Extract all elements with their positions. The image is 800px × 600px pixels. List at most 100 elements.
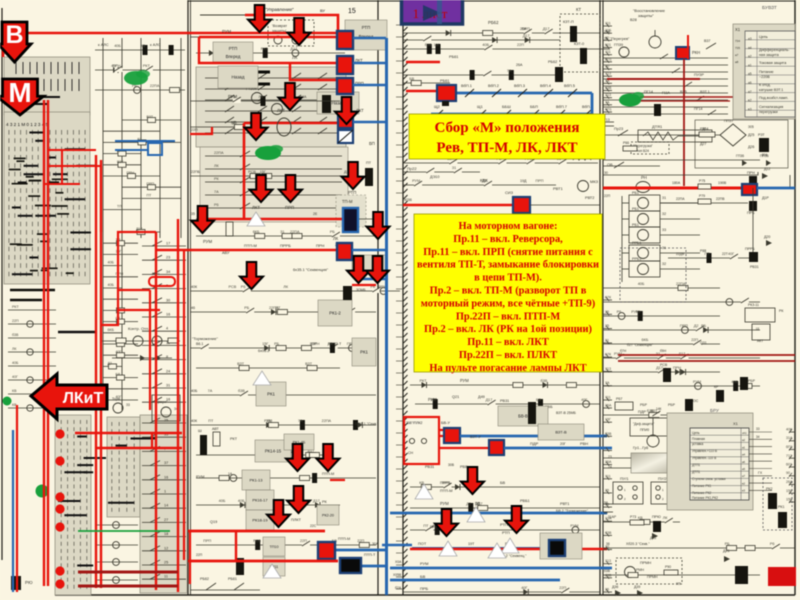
svg-text:РК: РК bbox=[371, 285, 377, 289]
svg-text:22ПА: 22ПА bbox=[290, 230, 300, 234]
svg-text:22ДБ: 22ДБ bbox=[676, 252, 685, 256]
svg-text:РВ31: РВ31 bbox=[425, 465, 434, 469]
svg-text:"Восстановление: "Восстановление bbox=[633, 8, 666, 13]
svg-text:Д26: Д26 bbox=[748, 145, 754, 149]
svg-text:6х05.2: 6х05.2 bbox=[258, 349, 269, 353]
svg-text:РК16-17: РК16-17 bbox=[252, 497, 268, 502]
svg-text:Плавная: Плавная bbox=[692, 437, 705, 441]
svg-text:Д21: Д21 bbox=[723, 549, 730, 553]
svg-text:б3В: б3В bbox=[12, 333, 19, 337]
svg-text:РКТ: РКТ bbox=[420, 379, 428, 383]
svg-text:КВ: КВ bbox=[12, 403, 17, 407]
svg-text:В: В bbox=[5, 21, 23, 49]
svg-text:Р88: Р88 bbox=[700, 249, 706, 253]
svg-text:40Г: 40Г bbox=[581, 398, 587, 402]
svg-text:15: 15 bbox=[348, 8, 356, 15]
svg-text:22ПА: 22ПА bbox=[676, 197, 685, 201]
svg-text:Дифференциаль-: Дифференциаль- bbox=[759, 48, 790, 52]
svg-text:ная защита: ная защита bbox=[759, 53, 780, 57]
svg-text:РБ: РБ bbox=[725, 542, 731, 546]
svg-text:40Б: 40Б bbox=[191, 389, 198, 393]
svg-text:16: 16 bbox=[166, 398, 170, 402]
svg-text:РУМ: РУМ bbox=[570, 524, 578, 528]
svg-text:РУМ: РУМ bbox=[196, 474, 204, 479]
svg-text:ПРН: ПРН bbox=[316, 243, 325, 248]
svg-text:КВ: КВ bbox=[419, 481, 424, 485]
svg-text:Д49: Д49 bbox=[478, 395, 485, 399]
svg-text:22П: 22П bbox=[300, 539, 307, 543]
svg-text:РКН: РКН bbox=[692, 50, 700, 55]
svg-text:22ПВ: 22ПВ bbox=[716, 197, 725, 201]
svg-text:ВбП.1: ВбП.1 bbox=[461, 83, 472, 88]
svg-text:22ПА: 22ПА bbox=[676, 282, 686, 286]
svg-text:РУМ: РУМ bbox=[693, 380, 701, 384]
svg-text:26А: 26А bbox=[605, 460, 612, 464]
svg-text:Питание: Питание bbox=[759, 70, 774, 74]
svg-text:РВН: РВН bbox=[580, 441, 588, 446]
svg-text:ББШ: ББШ bbox=[502, 104, 511, 109]
svg-text:РЗТ: РЗТ bbox=[758, 133, 765, 137]
svg-text:ОВ: ОВ bbox=[607, 162, 613, 167]
svg-text:26А: 26А bbox=[520, 27, 527, 31]
svg-text:12: 12 bbox=[164, 546, 168, 550]
svg-text:Р36: Р36 bbox=[700, 127, 706, 131]
svg-text:РУМ: РУМ bbox=[631, 310, 639, 314]
svg-text:1А: 1А bbox=[228, 472, 233, 476]
svg-text:40Б: 40Б bbox=[731, 380, 738, 384]
svg-text:РБ: РБ bbox=[231, 95, 237, 99]
svg-text:ГТ20К: ГТ20К bbox=[246, 87, 258, 91]
svg-text:22ПА: 22ПА bbox=[322, 419, 332, 423]
svg-text:14К: 14К bbox=[656, 407, 662, 411]
svg-text:ВбП.7: ВбП.7 bbox=[556, 104, 567, 109]
svg-text:З0: З0 bbox=[604, 171, 608, 175]
svg-text:РБ62: РБ62 bbox=[200, 577, 209, 581]
svg-text:РБ61: РБ61 bbox=[228, 577, 237, 581]
svg-text:РК2: РК2 bbox=[766, 487, 773, 491]
svg-text:ПРП: ПРП bbox=[355, 81, 364, 86]
svg-text:ПП37: ПП37 bbox=[724, 119, 733, 123]
svg-text:Д17: Д17 bbox=[656, 366, 663, 370]
svg-text:ПТП-М: ПТП-М bbox=[440, 488, 453, 493]
svg-text:15Г: 15Г bbox=[605, 418, 611, 422]
svg-text:ЛКТ: ЛКТ bbox=[252, 205, 260, 210]
svg-text:22П: 22П bbox=[191, 128, 198, 132]
svg-text:Д24: Д24 bbox=[702, 127, 708, 131]
svg-text:ПТ: ПТ bbox=[208, 419, 214, 423]
svg-text:7А: 7А bbox=[298, 419, 303, 423]
svg-text:26А: 26А bbox=[786, 480, 793, 484]
svg-text:Р67: Р67 bbox=[616, 397, 622, 401]
svg-text:24: 24 bbox=[608, 465, 612, 469]
svg-text:РУМ: РУМ bbox=[228, 94, 238, 99]
svg-text:РУМ: РУМ bbox=[203, 239, 213, 244]
svg-text:в2: в2 bbox=[742, 481, 745, 485]
svg-text:РМН: РМН bbox=[636, 568, 644, 572]
svg-text:РСВ: РСВ bbox=[229, 285, 237, 289]
svg-text:Д17: Д17 bbox=[679, 352, 686, 356]
svg-text:14: 14 bbox=[164, 504, 168, 508]
svg-text:8: 8 bbox=[166, 355, 168, 359]
svg-text:КЗТ-П: КЗТ-П bbox=[563, 20, 574, 24]
svg-text:ЛКиТ: ЛКиТ bbox=[63, 390, 104, 407]
svg-text:Х0А: Х0А bbox=[395, 560, 402, 564]
svg-text:ПУЗР: ПУЗР bbox=[694, 73, 704, 77]
svg-text:Д17: Д17 bbox=[307, 449, 314, 453]
svg-text:РУМ: РУМ bbox=[614, 352, 622, 356]
svg-text:ПТП-М: ПТП-М bbox=[244, 243, 257, 248]
svg-text:26: 26 bbox=[605, 588, 609, 592]
svg-text:перегрузки: перегрузки bbox=[759, 110, 778, 114]
svg-text:БРУ: БРУ bbox=[710, 408, 719, 413]
svg-text:713: 713 bbox=[605, 559, 611, 563]
svg-text:"Двери": "Двери" bbox=[155, 400, 168, 404]
svg-text:б3В: б3В bbox=[425, 43, 432, 47]
svg-text:22П: 22П bbox=[604, 194, 611, 198]
svg-text:Д17: Д17 bbox=[136, 227, 142, 231]
svg-text:Q19: Q19 bbox=[210, 520, 217, 524]
svg-text:ПРП: ПРП bbox=[147, 182, 155, 186]
svg-text:40Г: 40Г bbox=[12, 375, 18, 379]
svg-text:13А: 13А bbox=[300, 95, 307, 99]
svg-text:РБ1: РБ1 bbox=[632, 191, 639, 195]
svg-text:КР: КР bbox=[231, 120, 237, 125]
svg-text:Д17: Д17 bbox=[543, 27, 550, 31]
svg-text:30: 30 bbox=[166, 298, 170, 302]
svg-text:'Возврат: 'Возврат bbox=[272, 24, 287, 28]
